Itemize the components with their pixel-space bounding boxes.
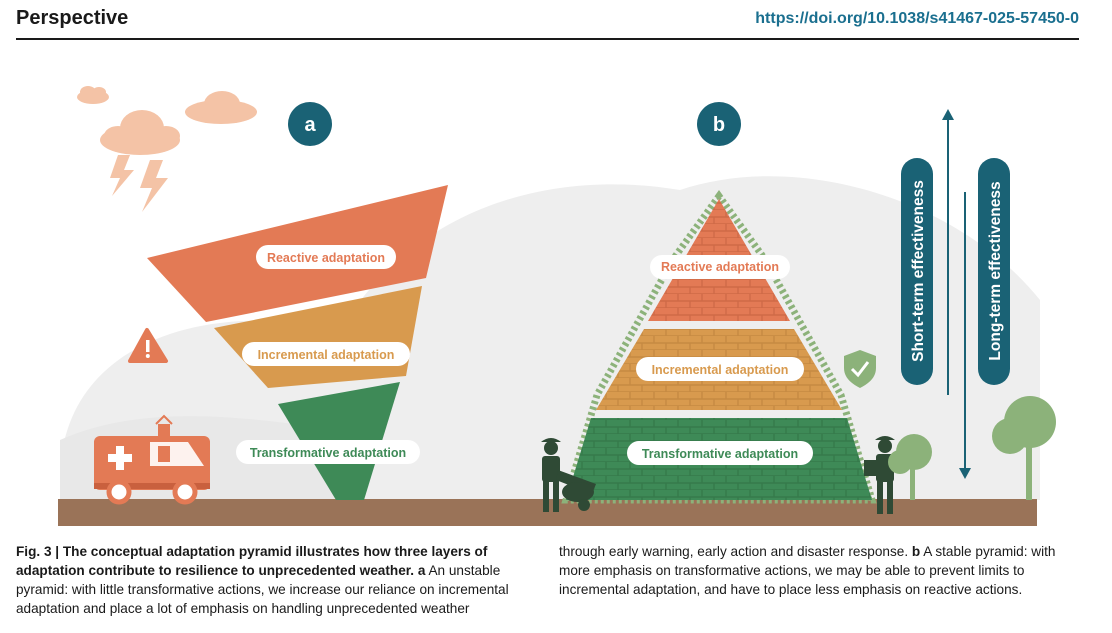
warning-icon (128, 328, 168, 363)
caption-a-marker: a (417, 563, 426, 578)
short-term-effectiveness-label: Short-term effectiveness (910, 180, 927, 362)
panel-a-reactive-label: Reactive adaptation (267, 251, 385, 265)
long-term-effectiveness-arrow (959, 192, 971, 479)
figure-caption-left: Fig. 3 | The conceptual adaptation pyram… (16, 542, 536, 618)
caption-fig-label: Fig. 3 | (16, 544, 60, 559)
panel-b-reactive-label: Reactive adaptation (661, 260, 779, 274)
caption-b-marker: b (911, 544, 921, 559)
long-term-effectiveness-badge (978, 158, 1010, 385)
shield-check-icon (844, 350, 876, 388)
panel-a-label-badge: a (288, 102, 332, 146)
panel-a-label: a (304, 114, 316, 136)
page-header-title: Perspective (16, 7, 129, 29)
panel-b-label: b (713, 114, 725, 136)
short-term-effectiveness-badge (901, 158, 933, 385)
panel-a-transformative-label: Transformative adaptation (250, 446, 406, 460)
short-term-effectiveness-arrow (942, 109, 954, 395)
worker-wheelbarrow-icon (541, 438, 596, 512)
ambulance-icon (94, 414, 210, 505)
caption-a-text: An unstable pyramid: with little transfo… (16, 563, 509, 616)
panel-b-transformative-label: Transformative adaptation (642, 447, 798, 461)
panel-b-incremental-label: Incremental adaptation (652, 363, 789, 377)
long-term-effectiveness-label: Long-term effectiveness (987, 181, 1004, 360)
caption-bold-text: The conceptual adaptation pyramid illust… (16, 544, 488, 578)
doi-link[interactable]: https://doi.org/10.1038/s41467-025-57450… (755, 10, 1079, 27)
figure-caption-right: through early warning, early action and … (559, 542, 1079, 599)
adaptation-pyramid-figure: a Reactive adaptation Incremental adapta… (58, 86, 1056, 526)
caption-b-text: A stable pyramid: with more emphasis on … (559, 544, 1056, 597)
panel-b-label-badge: b (697, 102, 741, 146)
storm-cloud-icon (77, 86, 257, 212)
tree-icons (888, 396, 1056, 500)
panel-a-incremental-label: Incremental adaptation (258, 348, 395, 362)
caption-a-text-cont: through early warning, early action and … (559, 544, 909, 559)
header-divider (16, 38, 1079, 40)
